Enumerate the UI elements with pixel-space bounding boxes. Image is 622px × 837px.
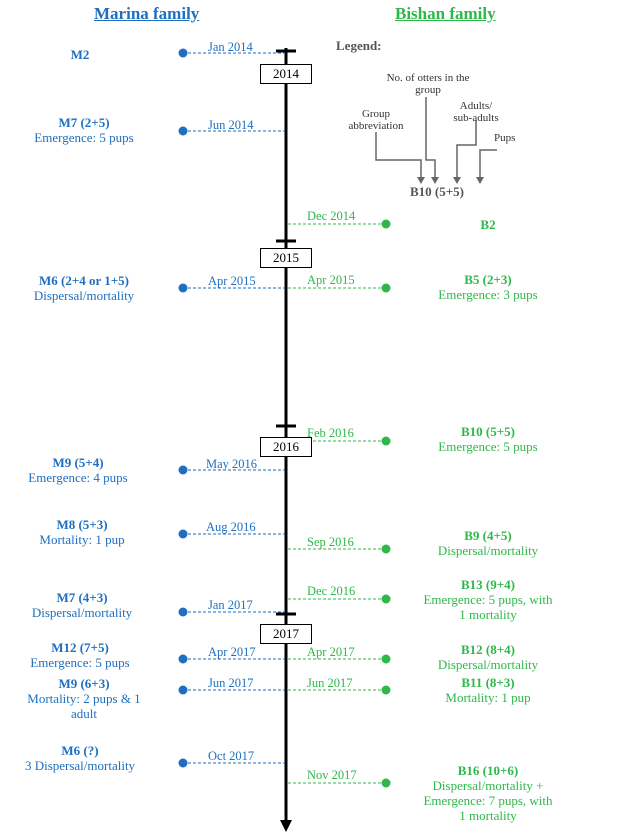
bishan-date: Dec 2014 xyxy=(307,209,356,223)
marina-dot xyxy=(178,685,188,695)
bishan-dot xyxy=(381,283,391,293)
marina-date: May 2016 xyxy=(206,457,258,471)
year-box-2014: 2014 xyxy=(260,64,312,84)
legend-arrowhead xyxy=(453,177,461,184)
bishan-dot xyxy=(381,654,391,664)
year-box-2016: 2016 xyxy=(260,437,312,457)
year-box-2017: 2017 xyxy=(260,624,312,644)
marina-date: Jan 2014 xyxy=(208,40,253,54)
legend-arrow-total xyxy=(425,97,436,177)
marina-event-label: M2 xyxy=(70,47,90,62)
marina-event-label: M12 (7+5)Emergence: 5 pups xyxy=(30,640,130,670)
marina-event-label: M7 (2+5)Emergence: 5 pups xyxy=(34,115,134,145)
marina-dot xyxy=(178,465,188,475)
marina-date: Jun 2014 xyxy=(208,118,254,132)
bishan-dot xyxy=(381,544,391,554)
marina-dot xyxy=(178,126,188,136)
bishan-event-label: B16 (10+6)Dispersal/mortality + Emergenc… xyxy=(423,763,553,823)
marina-family-header: Marina family xyxy=(94,4,200,23)
bishan-date: Nov 2017 xyxy=(307,768,357,782)
legend-arrow-pups xyxy=(479,149,497,177)
legend-adults-label: Adults/ sub-adults xyxy=(453,100,499,124)
marina-event-label: M8 (5+3)Mortality: 1 pup xyxy=(39,517,125,547)
marina-dot xyxy=(178,654,188,664)
legend-example: B10 (5+5) xyxy=(410,184,464,199)
bishan-dot xyxy=(381,778,391,788)
legend-title: Legend: xyxy=(336,38,382,53)
marina-date: Aug 2016 xyxy=(206,520,256,534)
bishan-event-label: B5 (2+3)Emergence: 3 pups xyxy=(438,272,538,302)
legend-arrow-adults xyxy=(456,120,477,177)
timeline-arrowhead xyxy=(280,820,292,832)
legend-group-label: Group abbreviation xyxy=(348,108,404,132)
bishan-date: Feb 2016 xyxy=(307,426,354,440)
legend-arrowhead xyxy=(417,177,425,184)
marina-dot xyxy=(178,283,188,293)
bishan-event-label: B12 (8+4)Dispersal/mortality xyxy=(437,642,539,672)
bishan-dot xyxy=(381,436,391,446)
marina-dot xyxy=(178,607,188,617)
bishan-event-label: B13 (9+4)Emergence: 5 pups, with 1 morta… xyxy=(423,577,553,622)
marina-date: Apr 2015 xyxy=(208,274,256,288)
bishan-dot xyxy=(381,594,391,604)
marina-event-label: M9 (5+4)Emergence: 4 pups xyxy=(28,455,128,485)
marina-date: Jan 2017 xyxy=(208,598,253,612)
legend-arrowhead xyxy=(476,177,484,184)
legend-arrow-group xyxy=(375,132,422,177)
bishan-event-label: B11 (8+3)Mortality: 1 pup xyxy=(445,675,531,705)
marina-dot xyxy=(178,758,188,768)
marina-event-label: M6 (?)3 Dispersal/mortality xyxy=(24,743,136,773)
marina-dot xyxy=(178,529,188,539)
marina-date: Jun 2017 xyxy=(208,676,254,690)
legend-total-label: No. of otters in the group xyxy=(386,72,470,96)
bishan-dot xyxy=(381,219,391,229)
marina-event-label: M6 (2+4 or 1+5)Dispersal/mortality xyxy=(33,273,135,303)
bishan-dot xyxy=(381,685,391,695)
bishan-date: Jun 2017 xyxy=(307,676,353,690)
legend-pups-label: Pups xyxy=(494,132,516,144)
year-box-2015: 2015 xyxy=(260,248,312,268)
marina-event-label: M7 (4+3)Dispersal/mortality xyxy=(31,590,133,620)
bishan-date: Apr 2017 xyxy=(307,645,355,659)
bishan-date: Dec 2016 xyxy=(307,584,356,598)
marina-date: Apr 2017 xyxy=(208,645,256,659)
bishan-date: Sep 2016 xyxy=(307,535,354,549)
bishan-event-label: B9 (4+5)Dispersal/mortality xyxy=(437,528,539,558)
bishan-event-label: B2 xyxy=(480,217,496,232)
legend-arrowhead xyxy=(431,177,439,184)
marina-dot xyxy=(178,48,188,58)
marina-date: Oct 2017 xyxy=(208,749,255,763)
marina-event-label: M9 (6+3)Mortality: 2 pups & 1 adult xyxy=(27,676,141,721)
bishan-event-label: B10 (5+5)Emergence: 5 pups xyxy=(438,424,538,454)
bishan-date: Apr 2015 xyxy=(307,273,355,287)
bishan-family-header: Bishan family xyxy=(395,4,496,23)
